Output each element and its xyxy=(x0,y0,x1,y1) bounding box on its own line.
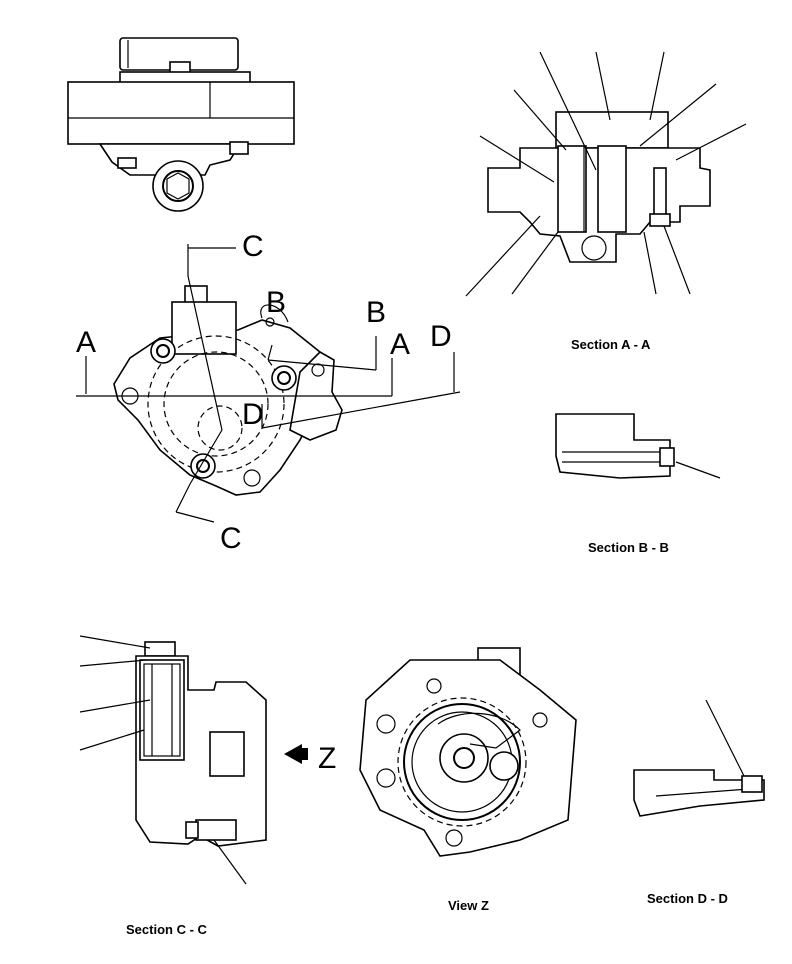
marker-z: Z xyxy=(318,742,336,775)
marker-a-right: A xyxy=(390,328,410,361)
marker-d-right: D xyxy=(430,320,452,353)
caption-section-dd: Section D - D xyxy=(647,891,728,906)
pump-top-view xyxy=(67,37,295,212)
section-dd-drawing xyxy=(633,699,765,817)
section-aa-drawing xyxy=(465,51,747,297)
marker-a-left: A xyxy=(76,326,96,359)
caption-section-aa: Section A - A xyxy=(571,337,651,352)
caption-view-z: View Z xyxy=(448,898,489,913)
caption-section-cc: Section C - C xyxy=(126,922,207,937)
marker-c-bottom: C xyxy=(220,522,242,555)
caption-section-bb: Section B - B xyxy=(588,540,669,555)
pump-front-view xyxy=(76,244,461,523)
view-z-drawing xyxy=(359,647,577,857)
section-bb-drawing xyxy=(555,413,721,479)
marker-c-top: C xyxy=(242,230,264,263)
marker-b-right: B xyxy=(366,296,386,329)
marker-b-left: B xyxy=(266,286,286,319)
section-cc-drawing xyxy=(79,635,308,885)
marker-d-left: D xyxy=(242,398,264,431)
